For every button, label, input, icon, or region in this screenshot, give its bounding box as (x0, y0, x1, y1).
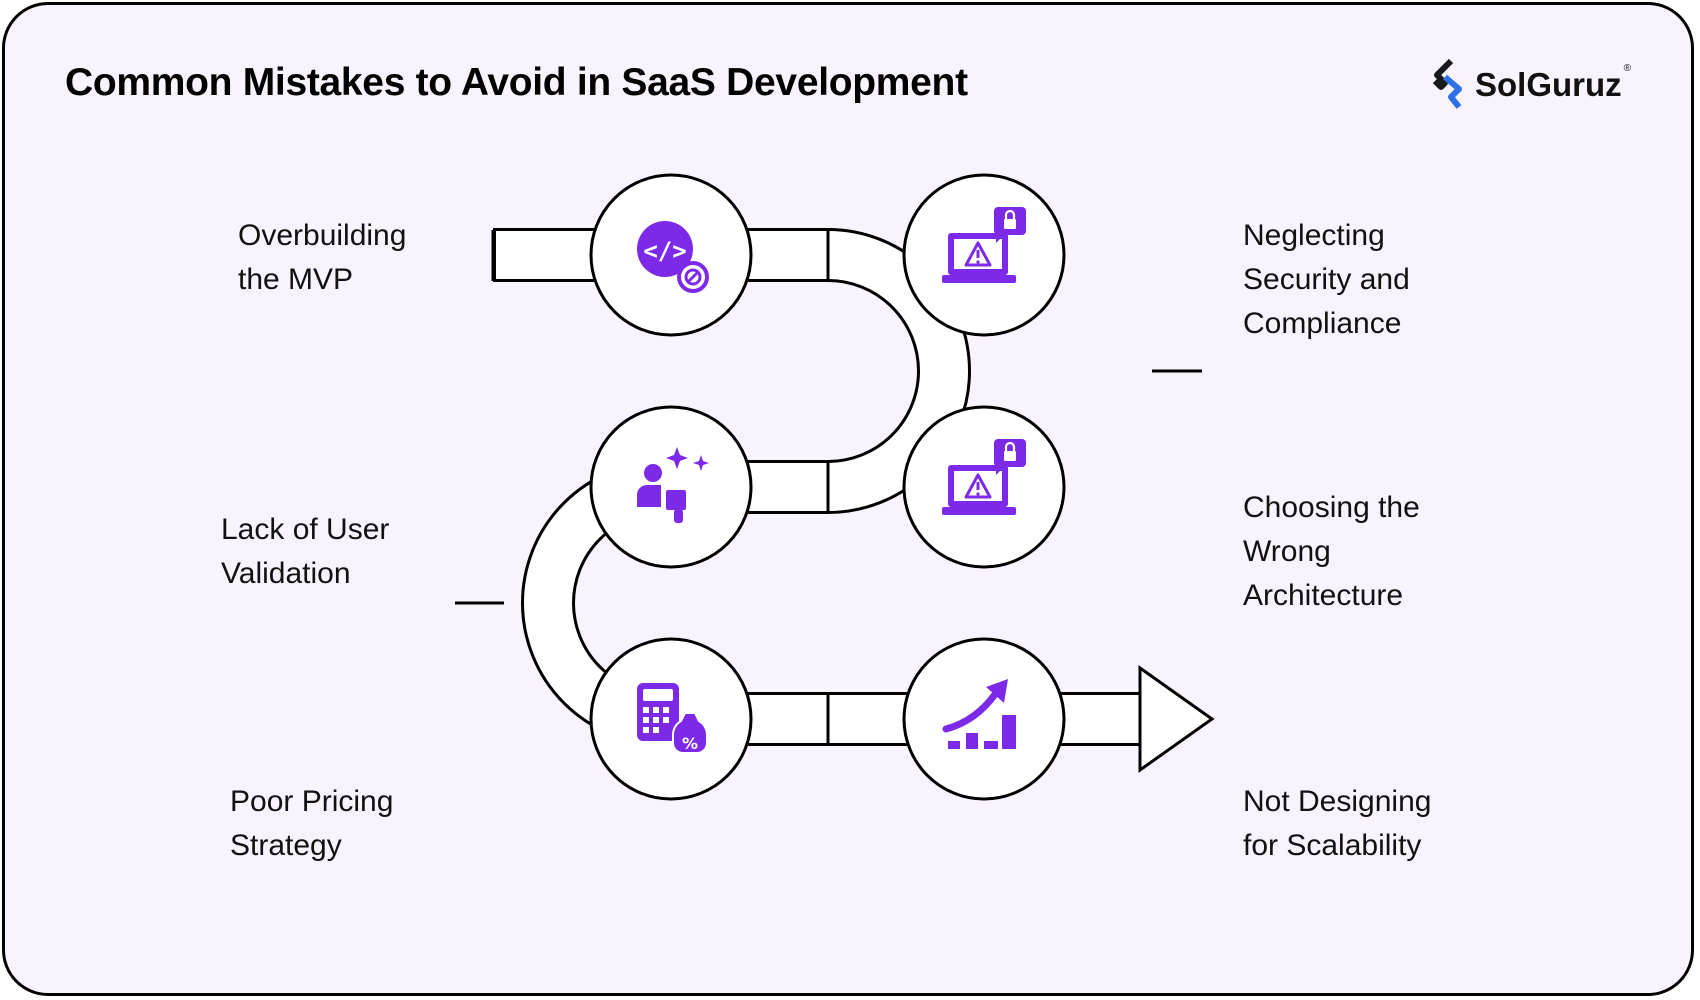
growth-chart-icon (942, 679, 1016, 749)
svg-text:%: % (682, 734, 698, 753)
step-label-line: Architecture (1243, 579, 1404, 612)
step-label-line: Lack of User (221, 513, 390, 546)
page-title: Common Mistakes to Avoid in SaaS Develop… (65, 61, 968, 104)
step-label-overbuilding-mvp: Overbuilding the MVP (238, 214, 406, 302)
step-label-line: Security and (1243, 263, 1410, 296)
step-label-line: Wrong (1243, 535, 1331, 568)
step-label-line: Overbuilding (238, 219, 407, 252)
brand-logo: SolGuruz ® (1431, 59, 1631, 111)
laptop-warning-lock-icon (942, 439, 1026, 515)
solguruz-logo-icon (1432, 59, 1462, 109)
brand-registered-mark: ® (1623, 63, 1632, 74)
brand-name: SolGuruz (1475, 66, 1622, 103)
step-label-scalability: Not Designing for Scalability (1243, 780, 1431, 868)
step-label-line: Not Designing (1243, 785, 1432, 818)
step-label-line: for Scalability (1243, 829, 1422, 862)
step-label-line: Strategy (230, 829, 342, 862)
step-label-line: Choosing the (1243, 491, 1420, 524)
step-label-user-validation: Lack of User Validation (221, 508, 389, 596)
step-label-line: Validation (221, 557, 351, 590)
laptop-warning-lock-icon (942, 207, 1026, 283)
step-label-line: Compliance (1243, 307, 1402, 340)
arrow-head-shape (1138, 665, 1215, 773)
step-label-line: Poor Pricing (230, 785, 394, 818)
calculator-money-bag-icon: % (637, 683, 709, 754)
step-label-wrong-architecture: Choosing the Wrong Architecture (1243, 486, 1420, 618)
code-blocked-icon: </> (637, 221, 709, 293)
user-thumbs-down-icon (637, 447, 709, 523)
step-label-pricing-strategy: Poor Pricing Strategy (230, 780, 393, 868)
svg-text:</>: </> (643, 237, 686, 265)
step-label-neglecting-security: Neglecting Security and Compliance (1243, 214, 1410, 346)
step-label-line: the MVP (238, 263, 354, 296)
step-label-line: Neglecting (1243, 219, 1385, 252)
